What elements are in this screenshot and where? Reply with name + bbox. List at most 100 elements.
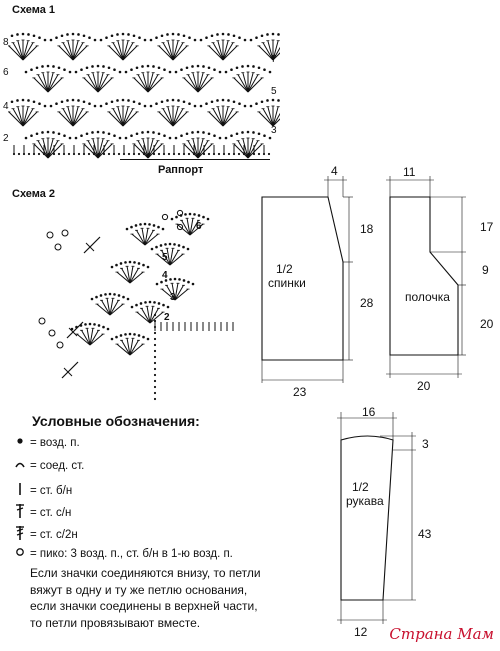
- stitch-mark: [197, 143, 213, 159]
- chain-mark: [132, 34, 136, 38]
- chain-mark: [116, 33, 119, 36]
- stitch-mark: [47, 74, 59, 93]
- chain-mark: [153, 391, 157, 395]
- chain-mark: [235, 66, 239, 70]
- chain-mark: [232, 100, 236, 104]
- back-label-name: спинки: [268, 276, 306, 290]
- chain-mark: [246, 64, 250, 68]
- chain-mark: [99, 38, 103, 42]
- chain-mark: [74, 70, 78, 74]
- chain-mark: [182, 100, 186, 104]
- chain-mark: [148, 300, 152, 304]
- chain-mark: [124, 136, 128, 140]
- chain-mark: [202, 65, 205, 68]
- chain-mark: [91, 65, 94, 68]
- stitch-mark: [33, 143, 49, 159]
- chain-mark: [127, 99, 130, 102]
- stitch-mark: [208, 111, 224, 127]
- chain-mark: [124, 70, 128, 74]
- chain-mark: [135, 303, 138, 307]
- stitch-mark: [166, 248, 171, 266]
- chain-mark: [238, 36, 241, 40]
- stitch-mark: [161, 250, 171, 266]
- stitch-mark: [162, 42, 174, 61]
- chain-mark: [193, 38, 197, 42]
- chain-mark: [87, 152, 91, 156]
- single-bar-icon: [14, 482, 26, 499]
- stitch-mark: [189, 220, 199, 236]
- chain-mark: [96, 64, 100, 68]
- chain-mark: [47, 152, 51, 156]
- stitch-mark: [247, 143, 263, 159]
- chain-mark: [255, 36, 258, 40]
- stitch-mark: [197, 140, 209, 159]
- chain-mark: [102, 325, 105, 329]
- stitch-mark: [242, 72, 249, 93]
- chain-mark: [21, 98, 25, 102]
- stitch-mark: [87, 140, 99, 159]
- stitch-mark: [142, 138, 149, 159]
- chain-mark: [166, 305, 170, 309]
- stitch-mark: [197, 72, 204, 93]
- picot-mark: [46, 231, 54, 239]
- chain-mark: [57, 152, 61, 156]
- chain-mark: [67, 152, 71, 156]
- chain-mark: [157, 302, 161, 305]
- legend-note: Если значки соединяются внизу, то петли …: [30, 565, 280, 631]
- chain-mark: [88, 36, 91, 40]
- stitch-mark: [76, 333, 91, 346]
- chain-mark: [146, 265, 150, 269]
- back-outline: [261, 196, 344, 361]
- chain-mark: [218, 70, 222, 74]
- chain-mark: [157, 132, 161, 136]
- chain-mark: [155, 36, 158, 40]
- stitch-mark: [122, 45, 138, 61]
- chain-mark: [263, 68, 266, 72]
- legend-item-chain: = возд. п.: [14, 436, 80, 449]
- stitch-mark: [172, 45, 188, 61]
- stitch-mark: [272, 46, 280, 61]
- chain-mark: [157, 225, 160, 229]
- stitch-mark: [58, 45, 74, 61]
- stitch-mark: [122, 108, 134, 127]
- stitch-mark: [197, 77, 213, 93]
- chain-mark: [180, 134, 183, 138]
- stitch-mark: [137, 74, 149, 93]
- chain-mark: [164, 243, 167, 246]
- scheme1-title: Схема 1: [12, 4, 56, 16]
- chain-mark: [82, 34, 86, 38]
- chain-mark: [142, 335, 145, 339]
- stitch-mark: [136, 230, 146, 246]
- front-dim-right-1: 17: [480, 220, 494, 234]
- chain-mark: [216, 33, 219, 36]
- stitch-mark: [22, 40, 29, 61]
- stitch-mark: [172, 40, 179, 61]
- chain-mark: [150, 247, 154, 251]
- stitch-mark: [212, 42, 224, 61]
- chain-mark: [157, 66, 161, 70]
- stitch-mark: [208, 45, 224, 61]
- chain-mark: [10, 100, 14, 104]
- stitch-mark: [67, 106, 74, 127]
- chain-mark: [210, 34, 214, 38]
- stitch-mark: [147, 72, 154, 93]
- chain-mark: [160, 100, 164, 104]
- dc-cross-icon: [14, 503, 26, 522]
- chain-mark: [153, 343, 157, 347]
- chain-mark: [90, 297, 94, 301]
- chain-mark: [199, 38, 203, 42]
- chain-mark: [113, 68, 116, 72]
- stitch-mark: [61, 361, 79, 379]
- chain-mark: [116, 99, 119, 102]
- chain-mark: [60, 100, 64, 104]
- picot-circle-icon: [14, 547, 26, 560]
- chain-mark: [249, 104, 253, 108]
- stitch-mark: [247, 77, 263, 93]
- legend-item-picot: = пико: 3 возд. п., ст. б/н в 1-ю возд. …: [14, 547, 233, 560]
- chain-mark: [252, 131, 255, 134]
- back-label-fraction: 1/2: [276, 262, 293, 276]
- chain-mark: [148, 223, 151, 226]
- chain-mark: [137, 152, 141, 156]
- chain-mark: [153, 385, 157, 389]
- stitch-mark: [117, 106, 124, 127]
